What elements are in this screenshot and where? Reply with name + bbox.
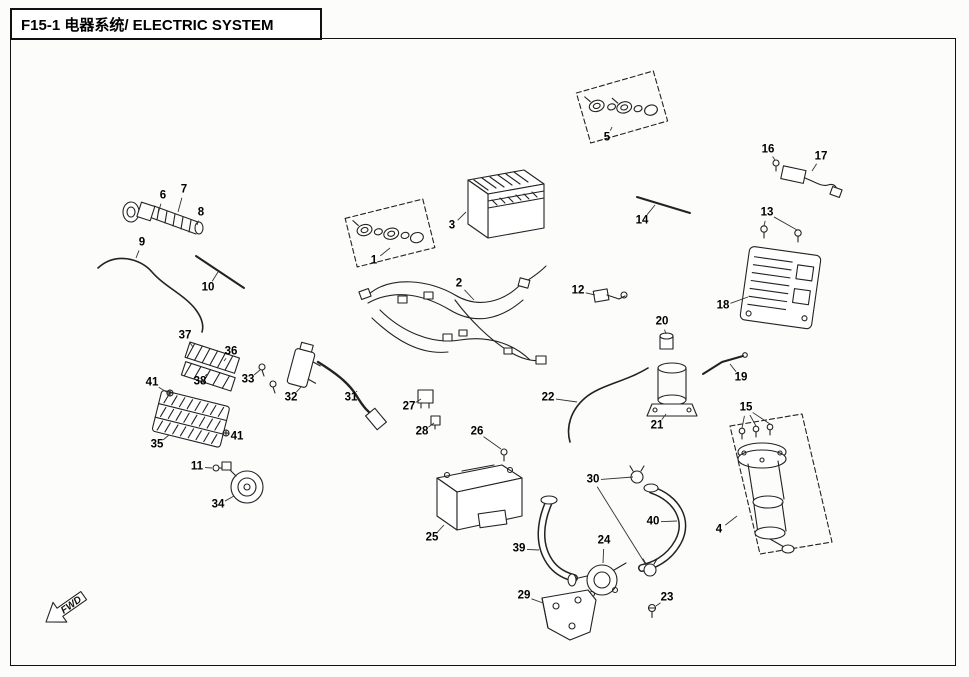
part-label-29: 29 xyxy=(517,589,531,602)
connector-group-illustration xyxy=(344,198,436,268)
part-label-8: 8 xyxy=(197,206,205,219)
part-label-41: 41 xyxy=(145,376,159,389)
part-label-14: 14 xyxy=(635,214,649,227)
cap-illustration xyxy=(659,332,674,350)
hose-clamps-illustration xyxy=(629,465,658,577)
wire-illustration xyxy=(567,367,649,443)
connector-group-illustration xyxy=(575,70,669,144)
part-label-13: 13 xyxy=(760,206,774,219)
screws-illustration xyxy=(258,363,277,394)
part-label-27: 27 xyxy=(402,400,416,413)
rod-illustration xyxy=(195,255,245,289)
page-title: F15-1 电器系统/ ELECTRIC SYSTEM xyxy=(21,16,274,34)
part-label-32: 32 xyxy=(284,391,298,404)
fuel-pump-illustration xyxy=(729,413,833,555)
part-label-40: 40 xyxy=(646,515,660,528)
part-label-4: 4 xyxy=(715,523,723,536)
bolt-illustration xyxy=(647,603,657,619)
regulator-rectifier-illustration xyxy=(739,246,822,330)
part-label-7: 7 xyxy=(180,183,188,196)
part-label-39: 39 xyxy=(512,542,526,555)
part-label-16: 16 xyxy=(761,143,775,156)
bolts-illustration xyxy=(166,389,230,437)
title-box: F15-1 电器系统/ ELECTRIC SYSTEM xyxy=(10,8,322,40)
part-label-17: 17 xyxy=(814,150,828,163)
part-label-2: 2 xyxy=(455,277,463,290)
part-label-25: 25 xyxy=(425,531,439,544)
sensor-illustration xyxy=(592,288,628,303)
part-label-12: 12 xyxy=(571,284,585,297)
part-label-19: 19 xyxy=(734,371,748,384)
part-label-41-2: 41 xyxy=(230,430,244,443)
part-label-18: 18 xyxy=(716,299,730,312)
part-label-30: 30 xyxy=(586,473,600,486)
part-label-37: 37 xyxy=(178,329,192,342)
part-label-31: 31 xyxy=(344,391,358,404)
bracket-illustration xyxy=(541,589,597,641)
ignition-coil-illustration xyxy=(286,341,321,388)
sensor-with-lead-illustration xyxy=(772,159,843,199)
part-label-28: 28 xyxy=(415,425,429,438)
part-label-36: 36 xyxy=(224,345,238,358)
battery-illustration xyxy=(467,169,545,239)
wiring-harness-illustration xyxy=(358,265,547,365)
bracket-illustration xyxy=(180,341,241,392)
part-label-6: 6 xyxy=(159,189,167,202)
part-label-35: 35 xyxy=(150,438,164,451)
part-label-15: 15 xyxy=(739,401,753,414)
spark-plug-cable-illustration xyxy=(316,360,387,431)
part-label-33: 33 xyxy=(241,373,255,386)
part-label-26: 26 xyxy=(470,425,484,438)
part-label-3: 3 xyxy=(448,219,456,232)
wire-illustration xyxy=(97,257,204,333)
fuse-box-illustration xyxy=(151,390,230,448)
part-label-10: 10 xyxy=(201,281,215,294)
part-label-20: 20 xyxy=(655,315,669,328)
part-label-38: 38 xyxy=(193,375,207,388)
bent-rod-illustration xyxy=(702,352,748,375)
hose-illustration xyxy=(537,495,578,582)
part-label-24: 24 xyxy=(597,534,611,547)
diagram-border xyxy=(10,38,956,666)
part-label-5: 5 xyxy=(603,131,611,144)
part-label-11: 11 xyxy=(190,460,204,473)
connector-tube-illustration xyxy=(122,201,204,235)
part-label-22: 22 xyxy=(541,391,555,404)
part-label-34: 34 xyxy=(211,498,225,511)
ecu-illustration xyxy=(436,464,523,531)
relay-illustration xyxy=(417,389,441,430)
starter-relay-illustration xyxy=(646,362,698,417)
horn-illustration xyxy=(221,461,264,504)
part-label-9: 9 xyxy=(138,236,146,249)
rod-illustration xyxy=(636,196,691,214)
part-label-1: 1 xyxy=(370,254,378,267)
part-label-23: 23 xyxy=(660,591,674,604)
water-pump-illustration xyxy=(567,562,627,598)
screw-illustration xyxy=(500,448,508,462)
part-label-21: 21 xyxy=(650,419,664,432)
